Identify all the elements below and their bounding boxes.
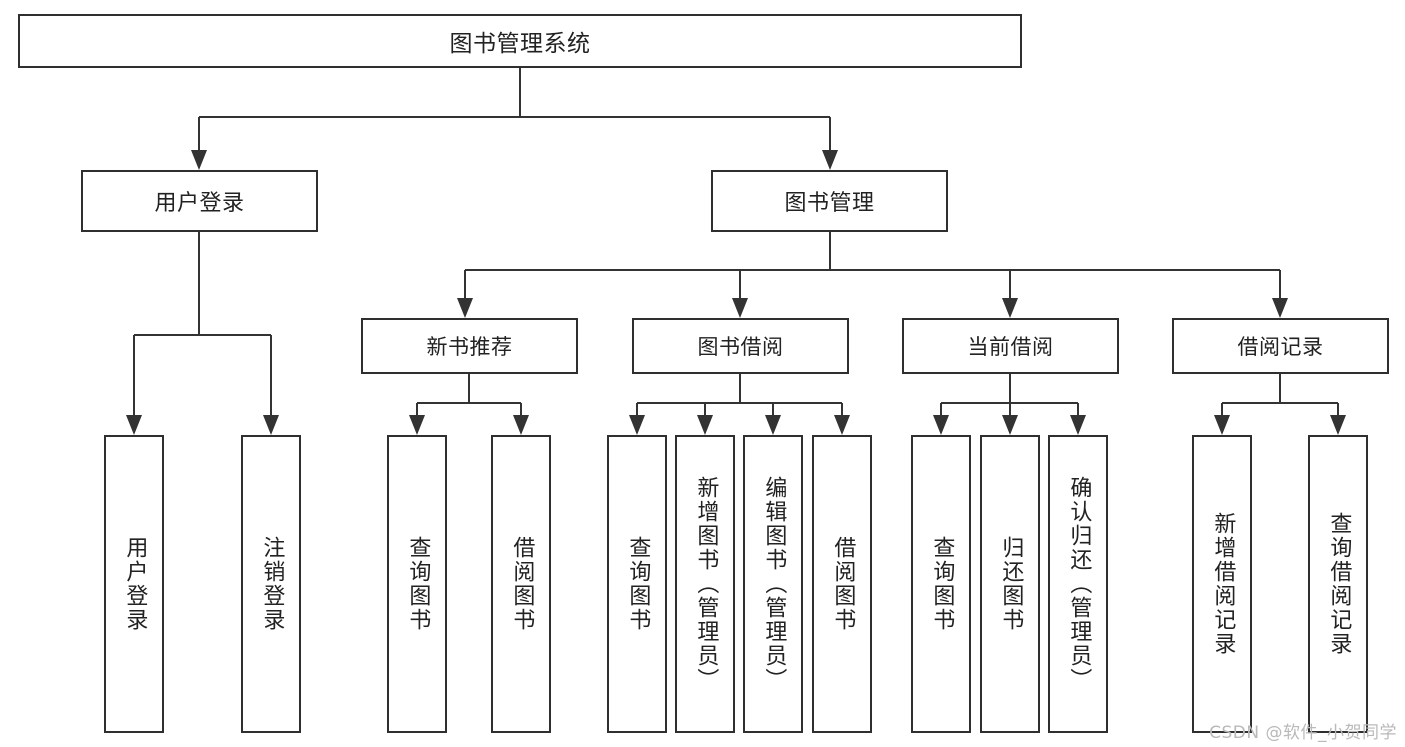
node-label: 用户登录 xyxy=(122,536,148,632)
node-label: 查询图书 xyxy=(929,536,955,632)
node-label: 当前借阅 xyxy=(967,335,1054,359)
node-label: 新增图书（管理员） xyxy=(693,476,719,692)
node-label: 借阅图书 xyxy=(830,536,856,632)
node-label: 新书推荐 xyxy=(426,335,513,359)
arrow-record-to-leaf1 xyxy=(1214,415,1230,435)
arrow-current-to-leaf2 xyxy=(1002,415,1018,435)
arrow-root-to-book-mgmt xyxy=(822,150,838,170)
node-book-management-system[interactable]: 图书管理系统 xyxy=(18,14,1022,68)
node-label: 查询图书 xyxy=(405,536,431,632)
node-user-login[interactable]: 用户登录 xyxy=(81,170,318,232)
watermark: CSDN @软件_小贺同学 xyxy=(1209,723,1397,743)
leaf-add-book-admin[interactable]: 新增图书（管理员） xyxy=(675,435,735,733)
arrow-book-mgmt-to-record xyxy=(1272,298,1288,318)
node-label: 图书借阅 xyxy=(697,335,784,359)
arrow-borrow-to-leaf2 xyxy=(697,415,713,435)
arrow-book-mgmt-to-new-book xyxy=(457,298,473,318)
arrow-new-book-to-leaf2 xyxy=(513,415,529,435)
node-label: 编辑图书（管理员） xyxy=(761,476,787,692)
node-label: 查询借阅记录 xyxy=(1326,512,1352,656)
arrow-borrow-to-leaf1 xyxy=(629,415,645,435)
arrow-borrow-to-leaf3 xyxy=(765,415,781,435)
node-label: 注销登录 xyxy=(259,536,285,632)
node-label: 查询图书 xyxy=(625,536,651,632)
leaf-query-book-recommend[interactable]: 查询图书 xyxy=(387,435,447,733)
node-new-book-recommend[interactable]: 新书推荐 xyxy=(361,318,578,374)
leaf-query-book-borrow[interactable]: 查询图书 xyxy=(607,435,667,733)
leaf-borrow-book-recommend[interactable]: 借阅图书 xyxy=(491,435,551,733)
leaf-query-borrow-record[interactable]: 查询借阅记录 xyxy=(1308,435,1368,733)
node-current-borrow[interactable]: 当前借阅 xyxy=(902,318,1119,374)
node-borrow-record[interactable]: 借阅记录 xyxy=(1172,318,1389,374)
arrow-record-to-leaf2 xyxy=(1330,415,1346,435)
node-label: 用户登录 xyxy=(154,191,245,216)
leaf-return-book[interactable]: 归还图书 xyxy=(980,435,1040,733)
arrow-user-login-to-leaf2 xyxy=(263,415,279,435)
node-label: 确认归还（管理员） xyxy=(1066,476,1092,692)
arrow-root-to-user-login xyxy=(191,150,207,170)
node-book-management[interactable]: 图书管理 xyxy=(711,170,948,232)
node-book-borrow[interactable]: 图书借阅 xyxy=(632,318,849,374)
arrow-book-mgmt-to-borrow xyxy=(732,298,748,318)
node-label: 新增借阅记录 xyxy=(1210,512,1236,656)
leaf-confirm-return-admin[interactable]: 确认归还（管理员） xyxy=(1048,435,1108,733)
arrow-book-mgmt-to-current xyxy=(1002,298,1018,318)
leaf-edit-book-admin[interactable]: 编辑图书（管理员） xyxy=(743,435,803,733)
node-label: 图书管理 xyxy=(784,191,875,216)
arrow-user-login-to-leaf1 xyxy=(126,415,142,435)
leaf-query-book-current[interactable]: 查询图书 xyxy=(911,435,971,733)
arrow-current-to-leaf3 xyxy=(1070,415,1086,435)
arrow-borrow-to-leaf4 xyxy=(834,415,850,435)
node-label: 图书管理系统 xyxy=(449,31,591,57)
node-label: 借阅图书 xyxy=(509,536,535,632)
leaf-user-login[interactable]: 用户登录 xyxy=(104,435,164,733)
node-label: 归还图书 xyxy=(998,536,1024,632)
arrow-new-book-to-leaf1 xyxy=(409,415,425,435)
leaf-add-borrow-record[interactable]: 新增借阅记录 xyxy=(1192,435,1252,733)
leaf-logout-login[interactable]: 注销登录 xyxy=(241,435,301,733)
arrow-current-to-leaf1 xyxy=(933,415,949,435)
node-label: 借阅记录 xyxy=(1237,335,1324,359)
leaf-borrow-book[interactable]: 借阅图书 xyxy=(812,435,872,733)
